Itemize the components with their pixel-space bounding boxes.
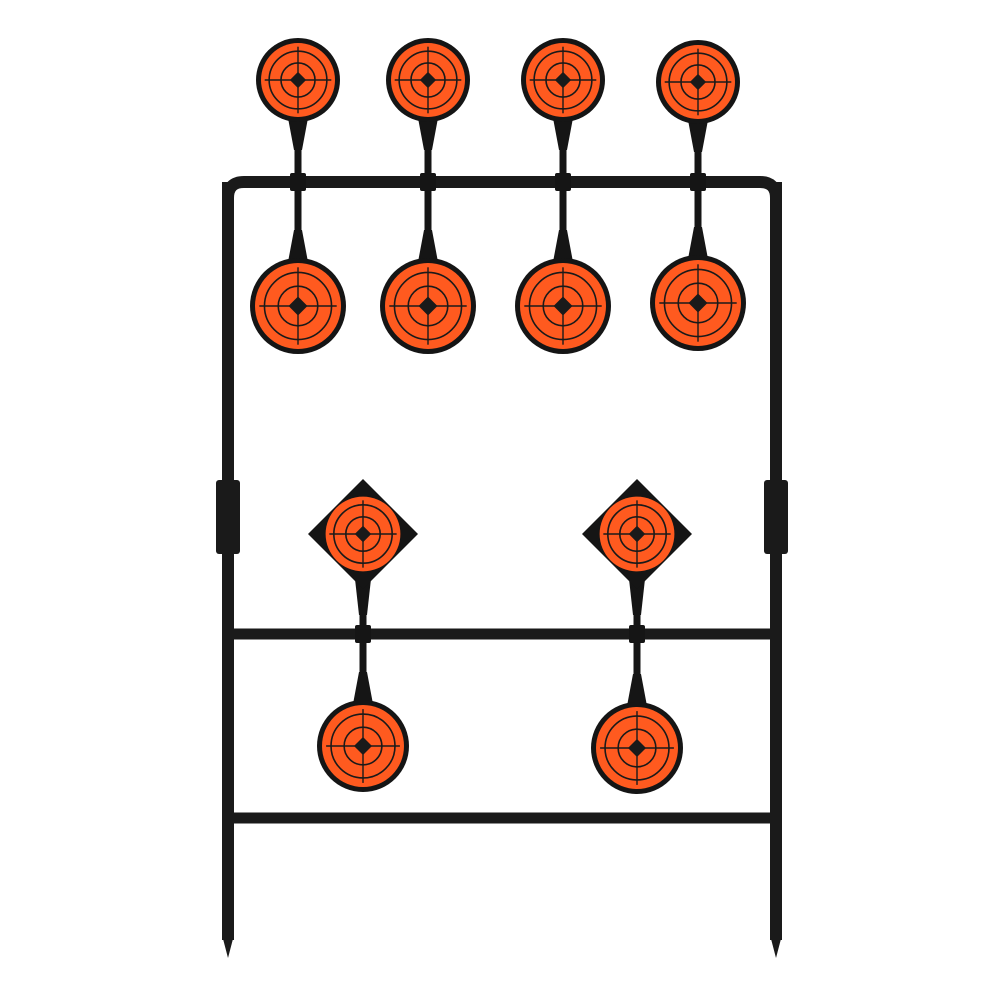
pivot-collar <box>290 173 306 191</box>
center-diamond <box>689 73 707 91</box>
spinner-targets <box>250 38 746 794</box>
target-tab <box>629 579 645 615</box>
target-tab <box>355 579 371 615</box>
target-tab <box>627 674 647 706</box>
bullseye-target-icon <box>380 230 476 354</box>
bullseye-target-icon <box>521 38 605 150</box>
pivot-collar <box>629 625 645 643</box>
bullseye-target-icon <box>515 230 611 354</box>
center-diamond <box>354 525 372 543</box>
target-tab <box>553 230 573 262</box>
right-ground-spike <box>770 935 782 958</box>
center-diamond <box>627 738 647 758</box>
target-tab <box>688 227 708 259</box>
center-diamond <box>688 293 708 313</box>
target-tab <box>353 672 373 704</box>
bullseye-target-icon <box>656 40 740 152</box>
bullseye-target-icon <box>591 674 683 794</box>
bullseye-target-icon <box>650 227 746 351</box>
center-diamond <box>353 736 373 756</box>
bullseye-target-icon <box>250 230 346 354</box>
center-diamond <box>288 296 308 316</box>
target-tab <box>418 118 438 150</box>
bullseye-target-icon <box>256 38 340 150</box>
center-diamond <box>553 296 573 316</box>
target-tab <box>288 118 308 150</box>
center-diamond <box>418 296 438 316</box>
target-tab <box>553 118 573 150</box>
pivot-collar <box>690 173 706 191</box>
bullseye-target-icon <box>317 672 409 792</box>
pivot-collar <box>555 173 571 191</box>
left-ground-spike <box>222 935 234 958</box>
pivot-collar <box>355 625 371 643</box>
center-diamond <box>628 525 646 543</box>
stand-frame-icon <box>216 176 788 958</box>
pivot-collar <box>420 173 436 191</box>
center-diamond <box>419 71 437 89</box>
target-tab <box>288 230 308 262</box>
left-clamp-sleeve <box>216 480 240 554</box>
top-crossbar <box>222 176 782 230</box>
right-clamp-sleeve <box>764 480 788 554</box>
target-tab <box>418 230 438 262</box>
diamond-target-icon <box>308 479 418 615</box>
diamond-target-icon <box>582 479 692 615</box>
center-diamond <box>554 71 572 89</box>
bullseye-target-icon <box>386 38 470 150</box>
center-diamond <box>289 71 307 89</box>
target-tab <box>688 120 708 152</box>
